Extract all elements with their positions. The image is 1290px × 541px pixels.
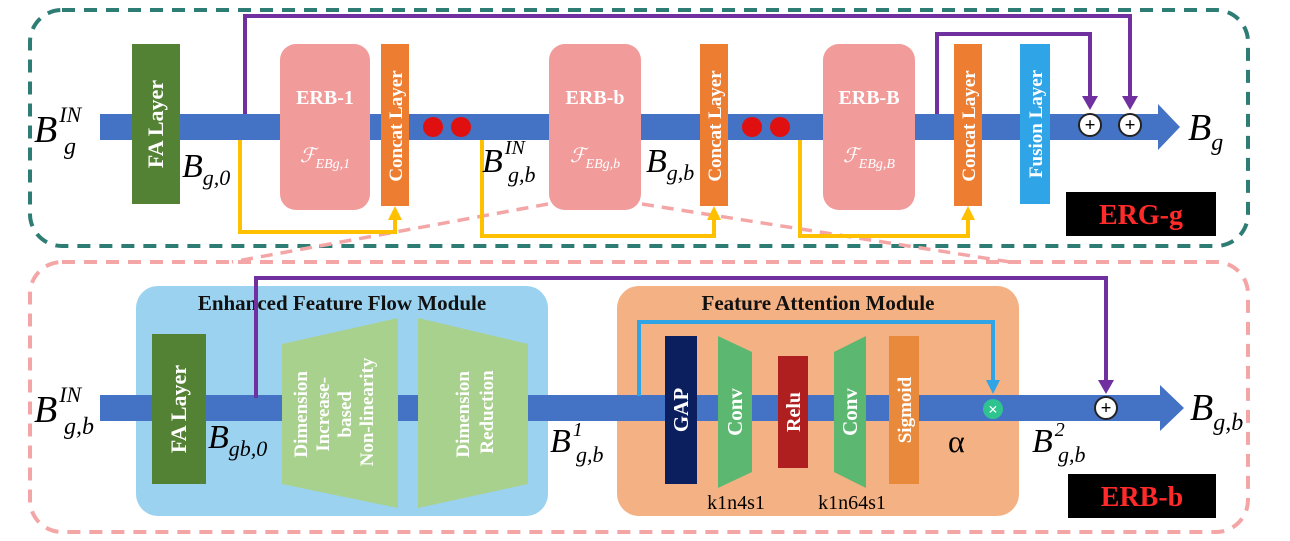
concat-label-2: Concat Layer xyxy=(705,70,726,182)
erb-1-func: ℱEBg,1 xyxy=(300,145,350,172)
erg-mid-out-symbol: Bg,b xyxy=(646,143,694,185)
erg-fa-label: FA Layer xyxy=(143,80,168,168)
erb-fa-layer xyxy=(152,334,206,484)
erg-panel-border xyxy=(28,8,1250,248)
svg-text:×: × xyxy=(988,400,998,419)
ellipsis-dot xyxy=(770,117,790,137)
erg-tag-label: ERG-g xyxy=(1099,200,1183,231)
erg-b0-symbol: Bg,0 xyxy=(182,148,230,190)
erg-trunk-arrowhead xyxy=(1158,104,1180,150)
yellow-skip-3 xyxy=(798,140,970,238)
erb-tag-badge xyxy=(1068,474,1216,518)
plus-node-2: + xyxy=(1118,113,1142,137)
gap-layer xyxy=(665,336,697,484)
sigmoid-label: Sigmoid xyxy=(895,376,916,443)
erb-block-1: ERB-1 ℱEBg,1 xyxy=(280,44,370,210)
ellipsis-dot xyxy=(451,117,471,137)
conv-label-1: Conv xyxy=(723,388,747,436)
fusion-label: Fusion Layer xyxy=(1026,69,1047,178)
erg-output-symbol: Bg xyxy=(1188,107,1223,156)
sigmoid-layer xyxy=(889,336,919,484)
conv-label-2: Conv xyxy=(838,388,862,436)
ellipsis-dot xyxy=(423,117,443,137)
concat-layer-2 xyxy=(700,44,728,206)
purple-skip-short xyxy=(935,32,1092,114)
yellow-arrowhead-3 xyxy=(961,206,975,220)
erb-trunk-arrowhead xyxy=(1160,385,1184,431)
residual-skip-path xyxy=(254,276,1108,398)
erb-b-func: ℱEBg,b xyxy=(570,145,620,172)
erb-output-symbol: Bg,b xyxy=(1190,387,1243,436)
conv-layer-2 xyxy=(834,336,866,488)
purple-arrowhead-long xyxy=(1122,96,1138,110)
zoom-connector-right xyxy=(641,202,1011,264)
purple-arrowhead-short xyxy=(1082,96,1098,110)
kernel-label-2: k1n64s1 xyxy=(818,492,886,514)
attention-skip-path xyxy=(637,320,995,396)
erb-fa-label: FA Layer xyxy=(166,365,191,453)
dimension-increase-label: Dimension Increase- based Non-linearity xyxy=(291,357,378,466)
erb-block-b: ERB-b ℱEBg,b xyxy=(549,44,641,210)
plus-node-1: + xyxy=(1078,113,1102,137)
concat-layer-1 xyxy=(381,44,409,206)
erb-panel-border xyxy=(28,260,1250,534)
svg-text:+: + xyxy=(1125,115,1136,136)
erb-b0-symbol: Bgb,0 xyxy=(208,419,267,461)
erb-B-name: ERB-B xyxy=(838,87,899,109)
yellow-skip-1 xyxy=(238,140,397,234)
erb-B-func: ℱEBg,B xyxy=(843,145,895,172)
erg-tag-badge xyxy=(1066,192,1216,236)
yellow-arrowhead-1 xyxy=(388,206,402,220)
dimension-increase-block xyxy=(282,318,398,508)
yellow-skip-2 xyxy=(480,140,716,238)
svg-text:+: + xyxy=(1101,398,1112,419)
dimension-reduction-block xyxy=(418,318,528,508)
svg-text:+: + xyxy=(1085,115,1096,136)
plus-node-bottom: + xyxy=(1094,396,1118,420)
gap-label: GAP xyxy=(669,388,693,433)
efm-title: Enhanced Feature Flow Module xyxy=(198,291,486,315)
fusion-layer xyxy=(1020,44,1050,204)
fam-title: Feature Attention Module xyxy=(702,291,935,315)
erb-b-name: ERB-b xyxy=(566,87,625,109)
kernel-label-1: k1n4s1 xyxy=(707,492,765,514)
erb-tag-label: ERB-b xyxy=(1101,482,1183,513)
residual-skip-arrowhead xyxy=(1098,380,1114,394)
ellipsis-dot xyxy=(742,117,762,137)
multiply-node: × xyxy=(983,399,1003,419)
purple-skip-long xyxy=(243,14,1132,114)
erb-1-name: ERB-1 xyxy=(296,87,354,109)
concat-label-3: Concat Layer xyxy=(959,70,980,182)
alpha-symbol: α xyxy=(948,423,965,459)
dimension-reduction-label: Dimension Reduction xyxy=(453,366,498,457)
erb-block-B: ERB-B ℱEBg,B xyxy=(823,44,915,210)
concat-label-1: Concat Layer xyxy=(386,70,407,182)
relu-layer xyxy=(778,356,808,468)
conv-layer-1 xyxy=(718,336,752,488)
erg-fa-layer xyxy=(132,44,180,204)
relu-label: Relu xyxy=(783,392,805,432)
yellow-arrowhead-2 xyxy=(707,206,721,220)
concat-layer-3 xyxy=(954,44,982,206)
attention-skip-arrowhead xyxy=(986,380,1000,394)
